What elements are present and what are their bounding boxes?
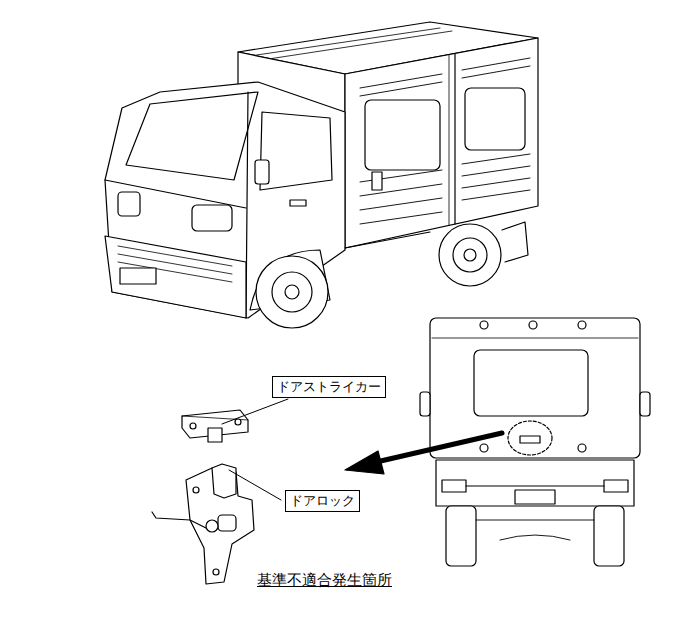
box-window: [365, 100, 440, 170]
rear-latch: [520, 436, 540, 443]
headlight: [118, 192, 140, 216]
cab-body: [105, 82, 345, 318]
bumper: [105, 236, 246, 318]
label-box: ドアロック: [285, 490, 360, 512]
lock-rod: [152, 512, 206, 528]
box-door-line: [454, 54, 455, 224]
windshield: [126, 92, 258, 180]
box-panels: [360, 58, 530, 224]
box-door-line: [449, 55, 450, 225]
caption: 基準不適合発生箇所: [257, 571, 392, 590]
rear-box: [430, 318, 640, 458]
door-lock-part: [213, 569, 219, 575]
highlight-circle: [508, 421, 552, 455]
hub: [285, 285, 299, 299]
rear-wheel: [439, 224, 501, 286]
roof-rib: [262, 31, 452, 60]
axle: [476, 520, 594, 540]
rear-plate: [515, 490, 555, 504]
tail-light: [442, 480, 466, 492]
mudflap: [502, 222, 528, 262]
door-lock-part: [212, 464, 236, 498]
rear-rail: [432, 338, 638, 339]
rear-mirror: [640, 392, 650, 416]
door-striker-part: [190, 423, 196, 429]
door-handle: [290, 200, 306, 206]
tail-light: [604, 480, 628, 492]
box-handle: [372, 172, 382, 190]
hub: [453, 238, 487, 272]
leader-line: [222, 399, 288, 424]
rear-tire: [594, 506, 624, 566]
mirror: [255, 160, 269, 184]
plate: [120, 268, 156, 284]
hub: [272, 272, 312, 312]
rear-frame: [436, 460, 634, 506]
door-striker-part: [208, 428, 222, 442]
label-box: ドアストライカー: [272, 376, 386, 398]
rear-bumper: [466, 485, 604, 486]
door-lock-part: [218, 515, 236, 531]
leader-line: [229, 470, 281, 500]
roof-rib: [250, 28, 440, 56]
box-side: [345, 38, 538, 248]
part-name: ドアストライカー: [277, 379, 381, 394]
rear-tire: [446, 506, 476, 566]
door-lock-part: [193, 487, 199, 493]
side-window: [260, 112, 332, 190]
pointer-arrow-head: [345, 451, 384, 474]
headlight: [192, 205, 232, 231]
pointer-arrow: [372, 433, 502, 463]
box-window: [465, 88, 525, 150]
chassis: [345, 232, 430, 248]
rear-window: [474, 350, 588, 416]
front-wheel: [256, 256, 328, 328]
part-name: ドアロック: [290, 493, 355, 508]
door-striker-part: [235, 419, 241, 425]
rear-mirror: [420, 392, 430, 416]
door-lock-part: [206, 520, 218, 532]
hub: [464, 249, 476, 261]
